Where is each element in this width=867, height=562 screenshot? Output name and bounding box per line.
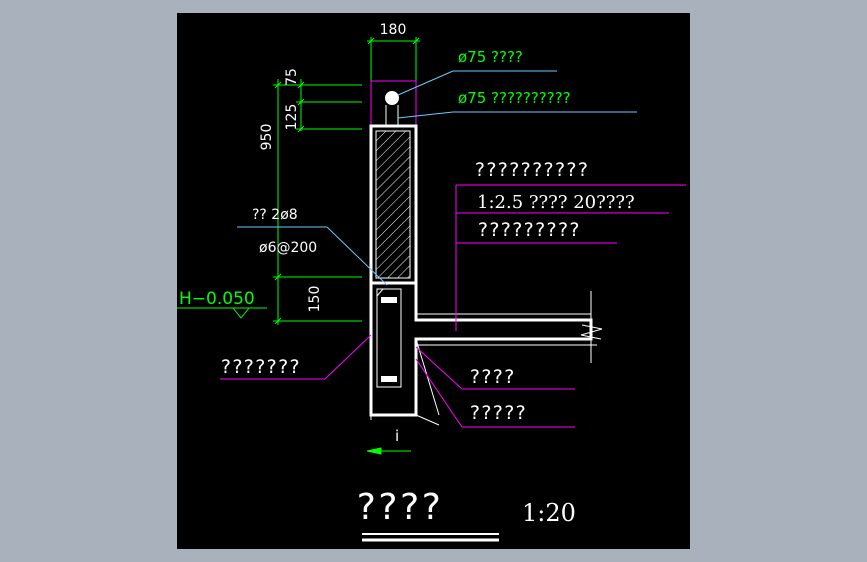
dimension-75: 75 — [284, 68, 300, 86]
cad-drawing-canvas: 180 75 125 950 150 — [177, 13, 690, 549]
label-curb: ??????? — [220, 356, 300, 378]
pipe-label-drain: ø75 ?????????? — [458, 89, 571, 107]
slab-finish-lines — [370, 313, 597, 426]
elevation-marker — [177, 307, 267, 319]
label-ceiling-2: ????? — [469, 402, 526, 424]
rebar-stirrup-label: ø6@200 — [259, 240, 317, 256]
dimension-150: 150 — [307, 286, 323, 313]
label-waterproof-layer: ?????????? — [474, 159, 588, 181]
rebar-top-bar — [381, 297, 397, 303]
width-dimension — [367, 37, 420, 81]
rebar-cage — [376, 288, 402, 388]
brick-hatch — [375, 130, 411, 279]
slope-arrow — [366, 447, 411, 455]
bottom-right-leaders — [415, 346, 575, 428]
section-detail-drawing: 180 75 125 950 150 — [177, 22, 686, 542]
beam-and-slab-outline — [369, 281, 593, 417]
slope-mark: i — [395, 427, 399, 445]
drawing-title: ???? — [355, 487, 442, 528]
bottom-left-leader — [220, 334, 372, 380]
pipe-stub — [385, 105, 399, 127]
pipe-leaders — [397, 70, 637, 119]
break-line — [580, 291, 603, 363]
rebar-bottom-bar — [381, 376, 397, 382]
dimension-180: 180 — [380, 22, 407, 38]
drain-pipe-circle — [385, 91, 399, 105]
layer-leaders — [455, 184, 686, 331]
vertical-dimensions — [273, 79, 362, 325]
label-ceiling-1: ???? — [469, 366, 515, 388]
label-layer-three: ????????? — [477, 219, 580, 241]
dimension-950: 950 — [259, 124, 275, 151]
rebar-leaders — [237, 226, 388, 286]
title-underline — [362, 533, 499, 542]
drawing-scale: 1:20 — [522, 499, 576, 527]
dimension-125: 125 — [284, 104, 300, 131]
label-mortar-layer: 1:2.5 ???? 20???? — [477, 192, 635, 213]
elevation-label: H−0.050 — [179, 289, 255, 309]
pipe-label-overflow: ø75 ???? — [458, 48, 523, 66]
rebar-main-label: ?? 2ø8 — [252, 207, 298, 223]
